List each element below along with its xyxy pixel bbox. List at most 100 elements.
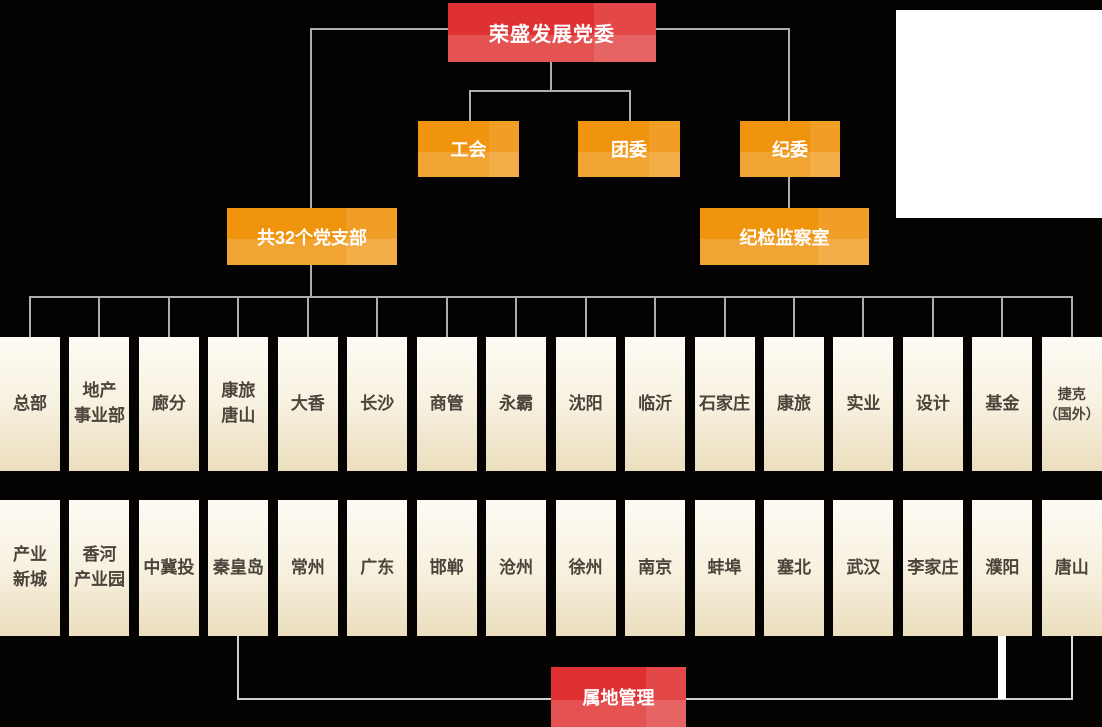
branch-node: 秦皇岛 <box>208 500 269 700</box>
node-label: 共32个党支部 <box>256 227 368 248</box>
node-label: 广东 <box>360 557 395 577</box>
node-label: 荣盛发展党委 <box>489 24 615 46</box>
node-label: 地产 事业部 <box>73 381 125 425</box>
node-label: 常州 <box>290 557 325 577</box>
shade-overlay <box>740 151 840 177</box>
node-label: 沧州 <box>499 557 534 577</box>
node-label: 蚌埠 <box>707 557 742 577</box>
shade-overlay <box>645 667 686 727</box>
node-label: 基金 <box>985 393 1020 413</box>
branch-node: 基金 <box>972 297 1033 471</box>
shade-overlay <box>578 151 680 177</box>
node-territorial-management: 属地管理 <box>551 667 686 727</box>
connector-line <box>311 28 448 30</box>
distributor-line <box>29 296 1073 298</box>
node-label: 李家庄 <box>907 557 959 577</box>
connector-line <box>788 28 790 121</box>
footer-connector-line <box>237 698 551 700</box>
shade-overlay <box>346 208 397 265</box>
shade-overlay <box>418 151 519 177</box>
branch-node: 濮阳 <box>972 500 1033 699</box>
branch-node: 蚌埠 <box>694 500 755 636</box>
node-label: 产业 新城 <box>13 545 47 589</box>
branch-node: 康旅 唐山 <box>208 297 269 471</box>
shade-overlay <box>700 239 869 265</box>
branch-node: 南京 <box>625 500 686 636</box>
branch-node: 永霸 <box>486 297 547 471</box>
node-label: 沈阳 <box>568 393 603 413</box>
node-discipline-office: 纪检监察室 <box>700 208 869 265</box>
branch-node: 总部 <box>0 297 60 471</box>
node-label: 康旅 唐山 <box>221 381 256 425</box>
connector-line <box>656 28 789 30</box>
node-label: 中冀投 <box>143 557 195 577</box>
white-panel <box>896 10 1102 218</box>
branch-node: 中冀投 <box>138 500 199 636</box>
connector-line <box>469 90 631 92</box>
node-labor-union: 工会 <box>418 121 519 177</box>
branch-row-1: 总部 地产 事业部 廊分 康旅 唐山 大香 长沙 商管 永霸 沈阳 临沂 石家庄… <box>0 297 1102 471</box>
node-label: 康旅 <box>776 393 811 413</box>
connector-line <box>310 28 312 208</box>
node-label: 邯郸 <box>429 557 464 577</box>
node-youth-league: 团委 <box>578 121 680 177</box>
branch-node: 沈阳 <box>555 297 616 471</box>
node-label: 廊分 <box>151 393 186 413</box>
node-label: 大香 <box>290 393 325 413</box>
branch-row-2: 产业 新城 香河 产业园 中冀投 秦皇岛 常州 广东 邯郸 沧州 徐州 南京 蚌… <box>0 500 1102 700</box>
shade-overlay <box>649 121 680 177</box>
node-label: 徐州 <box>568 557 603 577</box>
node-label: 实业 <box>846 393 881 413</box>
node-label: 临沂 <box>638 393 673 413</box>
branch-node: 商管 <box>416 297 477 471</box>
node-label: 永霸 <box>499 393 534 413</box>
node-discipline-committee: 纪委 <box>740 121 840 177</box>
branch-node: 临沂 <box>625 297 686 471</box>
branch-node: 李家庄 <box>902 500 963 636</box>
node-label: 香河 产业园 <box>73 545 125 589</box>
shade-overlay <box>227 239 397 265</box>
branch-node: 唐山 <box>1041 500 1102 698</box>
branch-node: 香河 产业园 <box>69 500 130 636</box>
branch-node: 廊分 <box>138 297 199 471</box>
shade-overlay <box>593 3 656 62</box>
connector-line <box>469 90 471 121</box>
branch-node: 设计 <box>902 297 963 471</box>
node-label: 唐山 <box>1054 557 1089 577</box>
footer-connector-line <box>686 698 1073 700</box>
branch-node: 石家庄 <box>694 297 755 471</box>
node-label: 捷克 （国外） <box>1043 385 1100 422</box>
node-label: 总部 <box>13 393 47 413</box>
shade-overlay <box>448 35 656 62</box>
shade-overlay <box>818 208 869 265</box>
branch-node: 实业 <box>833 297 894 471</box>
node-label: 纪检监察室 <box>739 227 830 248</box>
connector-line <box>310 265 312 298</box>
branch-node: 康旅 <box>763 297 824 471</box>
node-label: 石家庄 <box>699 393 751 413</box>
shade-overlay <box>488 121 519 177</box>
connector-line <box>788 177 790 208</box>
branch-node: 邯郸 <box>416 500 477 636</box>
branch-node: 产业 新城 <box>0 500 60 636</box>
branch-node: 大香 <box>277 297 338 471</box>
branch-node: 常州 <box>277 500 338 636</box>
connector-line <box>550 61 552 92</box>
node-label: 设计 <box>915 393 950 413</box>
node-label: 属地管理 <box>582 688 655 708</box>
branch-node: 徐州 <box>555 500 616 636</box>
node-label: 秦皇岛 <box>212 557 264 577</box>
node-label: 武汉 <box>846 557 881 577</box>
node-label: 南京 <box>638 557 673 577</box>
node-label: 纪委 <box>772 140 808 160</box>
connector-line <box>629 90 631 121</box>
shade-overlay <box>551 700 686 727</box>
node-label: 长沙 <box>360 393 395 413</box>
node-label: 塞北 <box>776 557 811 577</box>
node-party-branches: 共32个党支部 <box>227 208 397 265</box>
branch-node: 长沙 <box>347 297 408 471</box>
node-label: 商管 <box>429 393 464 413</box>
branch-node: 沧州 <box>486 500 547 636</box>
node-label: 团委 <box>611 140 647 160</box>
